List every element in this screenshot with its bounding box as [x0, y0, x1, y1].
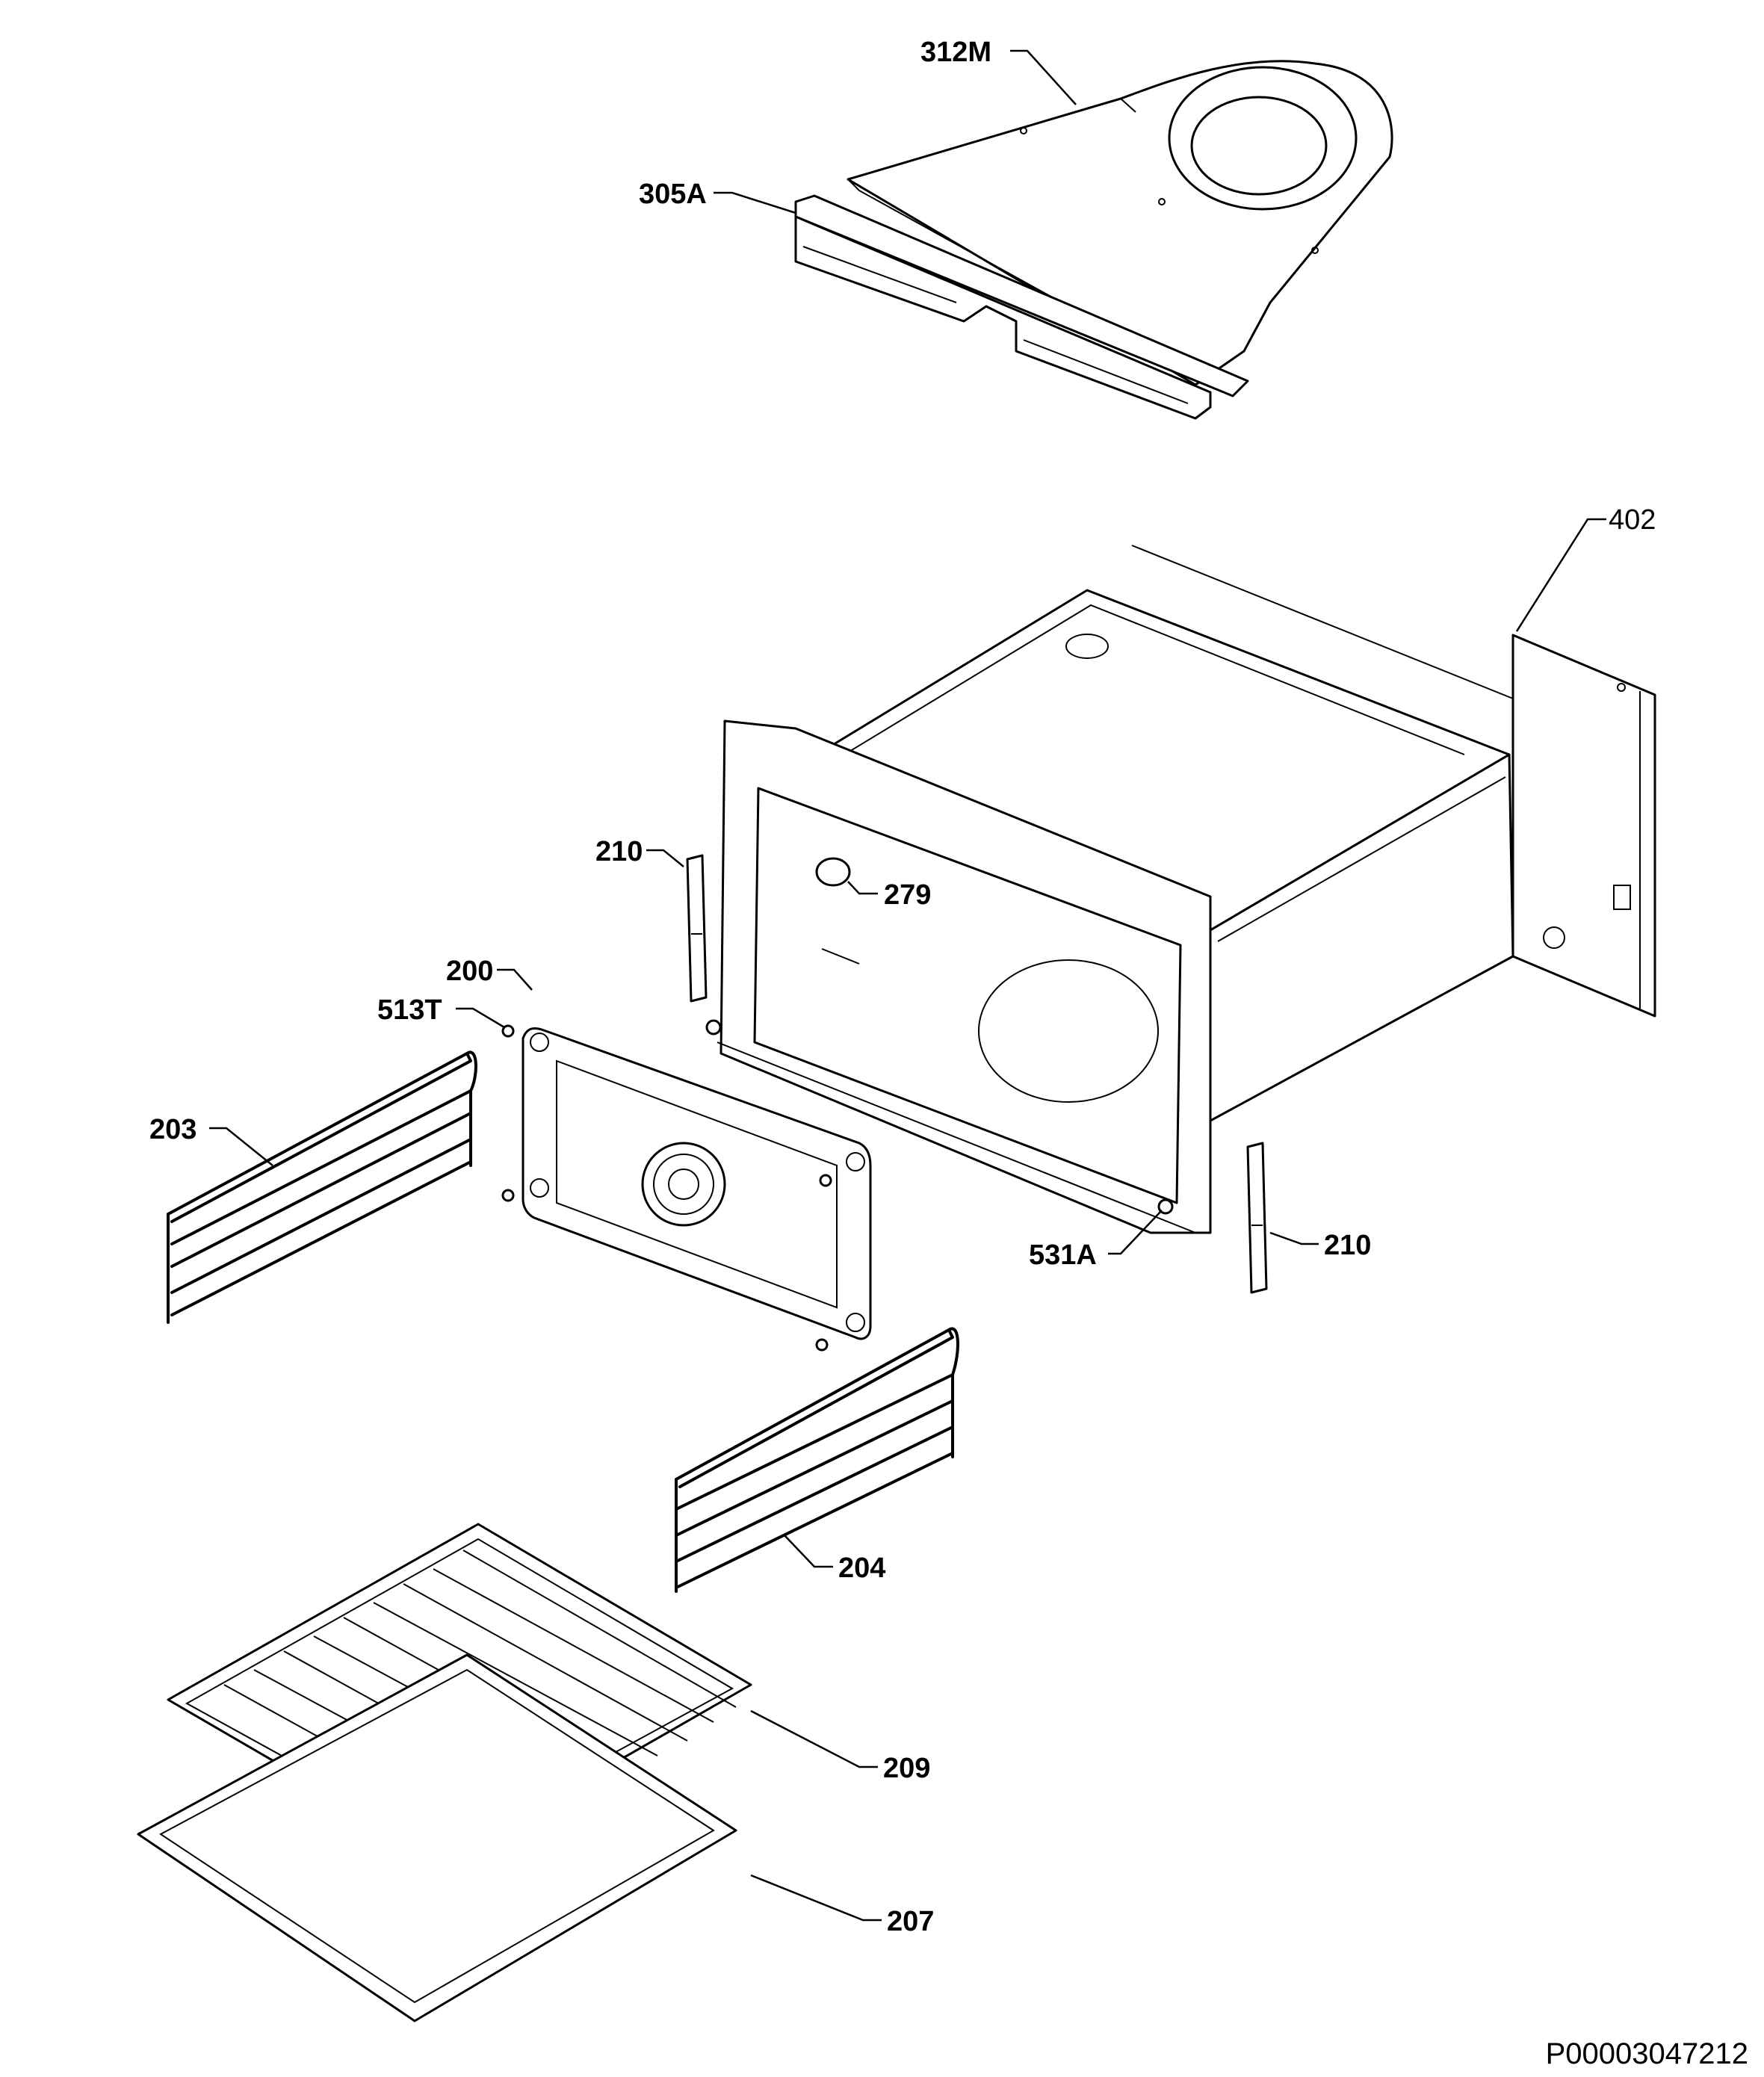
label-200: 200: [446, 956, 493, 987]
label-207: 207: [887, 1906, 934, 1937]
label-312M: 312M: [920, 37, 991, 68]
label-203: 203: [149, 1114, 196, 1145]
label-531A: 531A: [1029, 1239, 1097, 1271]
baking-tray-part-207: [137, 1653, 737, 2022]
side-bracket-part-210-right: [1246, 1142, 1268, 1294]
label-210-left: 210: [595, 836, 643, 867]
oven-cavity: [717, 545, 1514, 1234]
rear-panel-part-402: [1511, 634, 1656, 1018]
screws-part-513T: [501, 1024, 832, 1352]
fan-cover-part-312M: [847, 60, 1393, 386]
label-209: 209: [883, 1753, 930, 1784]
side-bracket-part-210-left: [686, 854, 708, 1003]
part-labels: 312M 305A 402 210 279 200 513T 203 531A …: [149, 37, 1656, 1937]
leader-lines: [209, 49, 1606, 1922]
shelf-support-part-203: [167, 1050, 477, 1324]
label-402: 402: [1609, 504, 1656, 536]
shelf-support-part-204: [675, 1327, 959, 1593]
label-204: 204: [838, 1553, 885, 1584]
label-305A: 305A: [639, 179, 707, 210]
fan-cover-panel-part-200: [522, 1027, 872, 1340]
label-279: 279: [884, 879, 931, 911]
duct-part-305A: [794, 194, 1249, 420]
document-code: P00003047212: [1546, 2037, 1748, 2070]
label-210-right: 210: [1324, 1230, 1371, 1261]
label-513T: 513T: [377, 994, 442, 1026]
screws-part-531A: [705, 1019, 1174, 1215]
